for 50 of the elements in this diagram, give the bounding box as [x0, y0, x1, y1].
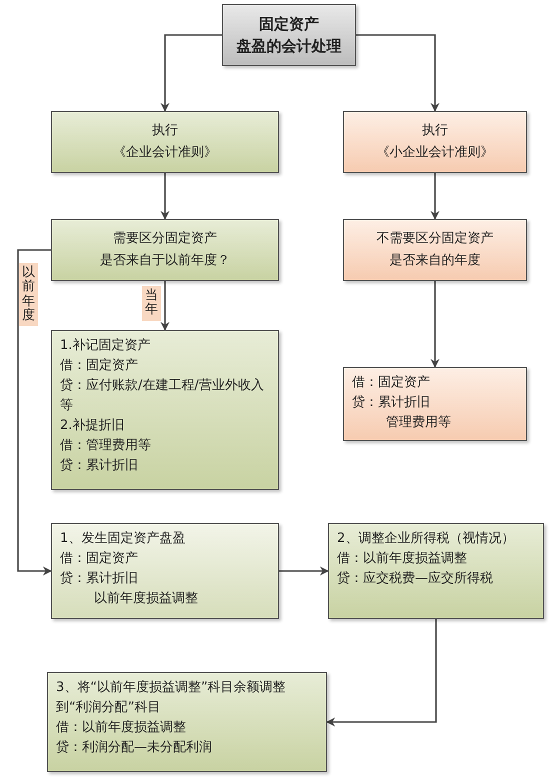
process-box [47, 672, 327, 772]
box-text: 贷：累计折旧 [60, 570, 139, 588]
process-box [343, 219, 527, 281]
arrow [160, 173, 170, 220]
box-text: 借：管理费用等 [60, 437, 152, 455]
box-text: 借：固定资产 [60, 357, 139, 375]
box-text: 盘盈的会计处理 [236, 36, 342, 57]
arrow [430, 281, 440, 368]
box-text: 《企业会计准则》 [113, 144, 217, 162]
box-text: 执行 [152, 122, 178, 140]
edge-label: 以前年度 [19, 263, 38, 326]
arrow [430, 173, 440, 220]
arrow [356, 34, 440, 112]
arrow [279, 566, 329, 576]
box-text: 借：以前年度损益调整 [337, 550, 468, 568]
box-text: 贷：应交税费—应交所得税 [337, 570, 494, 588]
box-text: 贷：利润分配—未分配利润 [56, 739, 213, 757]
box-text: 贷：应付账款/在建工程/营业外收入等 [60, 377, 265, 415]
process-box [51, 219, 279, 281]
box-text: 需要区分固定资产 [113, 230, 217, 248]
box-text: 以前年度损益调整 [93, 590, 199, 608]
process-box [51, 111, 279, 173]
process-box [51, 330, 279, 490]
box-text: 是否来自于以前年度？ [100, 252, 230, 270]
box-text: 3、将“以前年度损益调整”科目余额调整到“利润分配”科目 [56, 679, 287, 717]
edge-label: 当年 [142, 286, 161, 321]
arrow [160, 281, 170, 331]
box-text: 1.补记固定资产 [60, 337, 152, 355]
box-text: 贷：累计折旧 [60, 457, 139, 475]
box-text: 执行 [422, 122, 448, 140]
box-text: 借：以前年度损益调整 [56, 719, 187, 737]
process-box [343, 111, 527, 173]
box-text: 管理费用等 [385, 414, 452, 432]
box-text: 不需要区分固定资产 [376, 230, 494, 248]
box-text: 借：固定资产 [352, 374, 431, 392]
box-text: 2、调整企业所得税（视情况） [337, 530, 516, 548]
box-text: 是否来自的年度 [390, 252, 480, 270]
box-text: 贷：累计折旧 [352, 394, 431, 412]
process-box [51, 523, 279, 619]
process-box [328, 523, 544, 619]
box-text: 《小企业会计准则》 [376, 144, 494, 162]
process-box [343, 367, 527, 441]
box-text: 2.补提折旧 [60, 417, 126, 435]
arrow [326, 619, 437, 726]
process-box [222, 4, 356, 66]
arrow [17, 249, 52, 576]
box-text: 借：固定资产 [60, 550, 139, 568]
arrow [160, 34, 222, 112]
box-text: 固定资产 [259, 14, 319, 35]
box-text: 1、发生固定资产盘盈 [60, 530, 186, 548]
